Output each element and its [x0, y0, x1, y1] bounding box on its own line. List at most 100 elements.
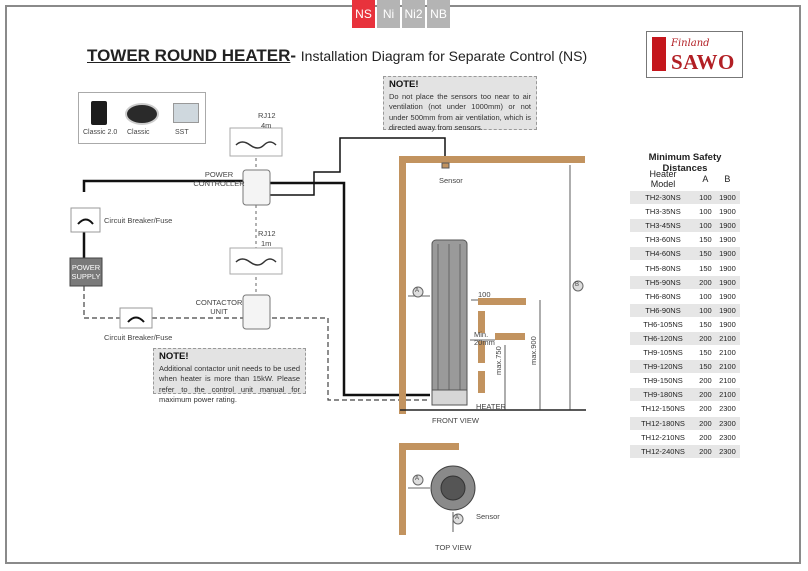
cell-b: 1900 — [714, 246, 740, 261]
cell-a: 200 — [695, 429, 715, 445]
cell-b: 2300 — [714, 401, 740, 416]
breaker-1-label: Circuit Breaker/Fuse — [104, 216, 173, 225]
title-sub: Installation Diagram for Separate Contro… — [300, 48, 588, 64]
top-view-label: TOP VIEW — [435, 543, 472, 552]
cell-b: 1900 — [714, 288, 740, 304]
bench-step — [495, 333, 525, 340]
power-controller-label-2: CONTROLLER — [193, 179, 245, 188]
cell-model: TH6-120NS — [630, 330, 696, 346]
cell-b: 1900 — [714, 204, 740, 219]
tab-nb[interactable]: NB — [427, 0, 450, 28]
breaker-2-label: Circuit Breaker/Fuse — [104, 333, 173, 342]
cell-b: 1900 — [714, 274, 740, 290]
cell-b: 2300 — [714, 443, 740, 458]
cell-a: 200 — [695, 330, 715, 346]
marker-a-top-bottom — [452, 513, 464, 525]
marker-a-top-left-label: A — [415, 476, 420, 482]
sensor-front-icon — [441, 162, 450, 169]
sst-control-icon — [173, 103, 199, 123]
note-sensor-text: Do not place the sensors too near to air… — [389, 91, 531, 133]
max900-label: max.900 — [529, 336, 538, 365]
ceiling-wall — [399, 156, 585, 163]
cell-a: 200 — [695, 415, 715, 431]
sawo-logo: Finland SAWO — [646, 31, 743, 78]
power-controller-box — [242, 169, 271, 206]
sensor-top-label: Sensor — [476, 512, 500, 521]
title-main: TOWER ROUND HEATER — [87, 46, 291, 65]
cell-model: TH9-105NS — [630, 345, 696, 360]
cell-model: TH9-150NS — [630, 373, 696, 388]
cell-model: TH12-210NS — [630, 429, 696, 445]
cell-model: TH2-30NS — [630, 189, 696, 205]
cell-model: TH5-80NS — [630, 260, 696, 276]
marker-b — [572, 280, 584, 292]
cell-a: 200 — [695, 401, 715, 416]
tab-ni2[interactable]: Ni2 — [402, 0, 425, 28]
cell-a: 150 — [695, 316, 715, 332]
marker-b-label: B — [575, 282, 580, 288]
rj12-4m-box — [229, 127, 283, 157]
classic2-control-icon — [91, 101, 107, 125]
contactor-label-2: UNIT — [210, 307, 228, 316]
front-view-label: FRONT VIEW — [432, 416, 479, 425]
rj12-1m-cable-icon — [235, 258, 277, 266]
marker-a-front-label: A — [415, 288, 420, 294]
cell-a: 100 — [695, 189, 715, 205]
marker-a-top-bottom-label: A — [455, 515, 460, 521]
note-contactor: NOTE! Additional contactor unit needs to… — [153, 348, 306, 404]
page-title: TOWER ROUND HEATER- Installation Diagram… — [87, 46, 587, 66]
cell-b: 2100 — [714, 373, 740, 388]
bench-top — [478, 298, 526, 305]
heater-label: HEATER — [476, 402, 506, 411]
rj12-top-label: RJ12 — [258, 111, 276, 120]
back-wall-top — [399, 443, 459, 450]
contactor-dashed-1 — [83, 286, 120, 319]
cell-a: 150 — [695, 246, 715, 261]
rj12-4m-cable-icon — [235, 141, 277, 149]
note-contactor-title: NOTE! — [159, 351, 189, 362]
note-sensor-title: NOTE! — [389, 79, 419, 90]
contactor-dashed-2 — [152, 317, 430, 401]
cell-model: TH3-35NS — [630, 204, 696, 219]
bench-post-3 — [478, 371, 485, 393]
cell-a: 100 — [695, 204, 715, 219]
cell-b: 1900 — [714, 232, 740, 247]
heater-base — [431, 389, 468, 406]
breaker-1-box — [70, 207, 101, 233]
label-classic: Classic — [127, 129, 150, 136]
cell-b: 2100 — [714, 345, 740, 360]
cell-model: TH3-60NS — [630, 232, 696, 247]
cell-b: 1900 — [714, 189, 740, 205]
rj12-mid-length: 1m — [261, 239, 272, 248]
label-classic2: Classic 2.0 — [83, 129, 118, 136]
control-options-panel: Classic 2.0 Classic SST — [78, 92, 206, 144]
rj12-top-length: 4m — [261, 121, 272, 130]
cell-b: 1900 — [714, 302, 740, 318]
tab-ns[interactable]: NS — [352, 0, 375, 28]
title-dash: - — [290, 46, 297, 65]
cell-b: 2300 — [714, 415, 740, 431]
min-20-label-1: Min. — [474, 330, 489, 339]
cell-b: 2100 — [714, 387, 740, 402]
cell-model: TH3-45NS — [630, 218, 696, 233]
rj12-1m-box — [229, 247, 283, 275]
supply-cable-to-controller — [82, 179, 245, 192]
left-wall-top — [399, 443, 406, 535]
cell-model: TH5-90NS — [630, 274, 696, 290]
tab-ni[interactable]: Ni — [377, 0, 400, 28]
marker-a-front — [412, 286, 424, 298]
power-supply-box — [69, 257, 103, 287]
dim-100-label: 100 — [478, 290, 491, 299]
header-a: A — [702, 174, 709, 184]
